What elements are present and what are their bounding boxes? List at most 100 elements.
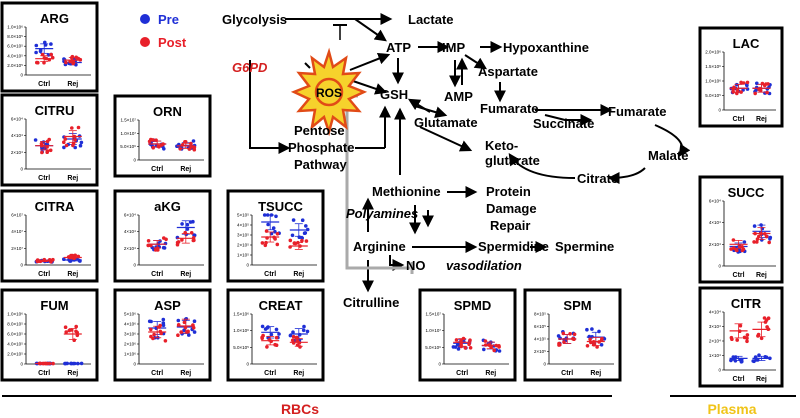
- y-tick-label: 3×10⁴: [709, 324, 721, 329]
- data-point-pre: [304, 224, 308, 228]
- plot-title: FUM: [40, 298, 68, 313]
- data-point-post: [260, 336, 265, 341]
- data-point-pre: [185, 222, 190, 227]
- data-point-post: [179, 330, 183, 334]
- y-tick-label: 0: [718, 264, 721, 269]
- x-tick-label: Rej: [293, 370, 304, 377]
- y-tick-label: 2.0×10⁵: [7, 352, 23, 357]
- data-point-pre: [271, 226, 276, 230]
- data-point-post: [467, 342, 471, 347]
- plot-title: CREAT: [259, 298, 303, 313]
- y-tick-label: 4×10⁷: [11, 229, 23, 234]
- data-point-pre: [768, 237, 772, 241]
- data-point-post: [273, 237, 277, 241]
- data-point-post: [558, 342, 562, 347]
- data-point-pre: [34, 50, 38, 55]
- data-point-post: [62, 140, 66, 144]
- data-point-post: [147, 139, 152, 144]
- y-tick-label: 2×10⁴: [709, 242, 721, 247]
- y-tick-label: 5.0×10⁶: [120, 144, 136, 149]
- y-tick-label: 0: [718, 108, 721, 113]
- x-tick-label: Rej: [756, 272, 767, 279]
- x-tick-label: Rej: [180, 166, 191, 173]
- data-point-pre: [185, 227, 190, 231]
- data-point-pre: [599, 343, 604, 347]
- data-point-post: [163, 339, 168, 343]
- data-point-pre: [161, 245, 166, 250]
- data-point-pre: [158, 239, 162, 243]
- data-point-pre: [290, 233, 295, 238]
- data-point-pre: [288, 333, 293, 338]
- data-point-post: [70, 54, 75, 59]
- data-point-post: [49, 52, 53, 57]
- y-tick-label: 1.5×10⁶: [705, 64, 721, 69]
- data-point-pre: [302, 231, 307, 235]
- y-tick-label: 2.0×10⁵: [7, 63, 23, 68]
- data-point-pre: [191, 139, 196, 143]
- data-point-pre: [291, 218, 296, 222]
- y-tick-label: 5.0×10⁵: [233, 345, 249, 350]
- data-point-post: [176, 333, 180, 338]
- data-point-post: [189, 231, 194, 235]
- data-point-pre: [305, 329, 310, 334]
- x-tick-label: Ctrl: [733, 376, 745, 383]
- plot-arg: ARG1.0×10⁶8.0×10⁵6.0×10⁵4.0×10⁵2.0×10⁵0C…: [0, 1, 99, 93]
- data-point-pre: [301, 328, 306, 333]
- metab-pentose-line3: Pathway: [294, 157, 348, 172]
- data-point-post: [595, 345, 599, 349]
- y-tick-label: 8.0×10⁵: [7, 322, 23, 327]
- y-tick-label: 0: [718, 368, 721, 373]
- metab-glycolysis: Glycolysis: [222, 12, 287, 27]
- metab-protein-line3: Repair: [490, 218, 530, 233]
- x-tick-label: Ctrl: [38, 81, 50, 88]
- metab-succinate: Succinate: [533, 116, 594, 131]
- data-point-post: [764, 234, 769, 239]
- data-point-post: [275, 232, 280, 236]
- data-point-pre: [182, 328, 186, 333]
- y-tick-label: 2×10⁴: [709, 339, 721, 344]
- y-tick-label: 1.0×10⁶: [705, 79, 721, 84]
- data-point-post: [264, 229, 269, 233]
- y-tick-label: 0: [20, 362, 23, 367]
- y-tick-label: 4×10⁶: [124, 322, 136, 327]
- data-point-post: [70, 126, 74, 130]
- y-tick-label: 0: [133, 263, 136, 268]
- data-point-pre: [742, 240, 747, 244]
- y-tick-label: 4×10⁵: [534, 337, 546, 342]
- data-point-post: [76, 125, 81, 130]
- y-tick-label: 2×10⁵: [534, 349, 546, 354]
- y-tick-label: 8.0×10⁵: [7, 34, 23, 39]
- y-tick-label: 4.0×10⁵: [7, 342, 23, 347]
- data-point-pre: [161, 317, 166, 322]
- metab-arginine: Arginine: [353, 239, 406, 254]
- plot-title: ORN: [153, 104, 182, 119]
- data-point-pre: [180, 222, 184, 226]
- y-tick-label: 2×10⁵: [237, 243, 249, 248]
- metab-spermidine: Spermidine: [478, 239, 549, 254]
- y-tick-label: 0: [20, 263, 23, 268]
- y-tick-label: 4×10⁴: [709, 220, 721, 225]
- metab-hypoxanthine: Hypoxanthine: [503, 40, 589, 55]
- data-point-post: [729, 247, 733, 251]
- data-point-post: [63, 137, 68, 141]
- data-point-post: [47, 137, 51, 142]
- plot-frame: [226, 288, 325, 382]
- data-point-pre: [38, 49, 43, 54]
- data-point-post: [290, 338, 295, 343]
- data-point-post: [745, 333, 750, 337]
- x-tick-label: Ctrl: [151, 166, 163, 173]
- plot-title: ARG: [40, 11, 69, 26]
- data-point-post: [738, 323, 743, 328]
- data-point-pre: [585, 327, 589, 332]
- metab-lactate: Lactate: [408, 12, 454, 27]
- metab-spermine: Spermine: [555, 239, 614, 254]
- data-point-pre: [274, 327, 279, 332]
- data-point-post: [483, 339, 488, 343]
- y-tick-label: 2×10⁷: [11, 246, 23, 251]
- metab-atp: ATP: [386, 40, 411, 55]
- plot-title: LAC: [733, 36, 760, 51]
